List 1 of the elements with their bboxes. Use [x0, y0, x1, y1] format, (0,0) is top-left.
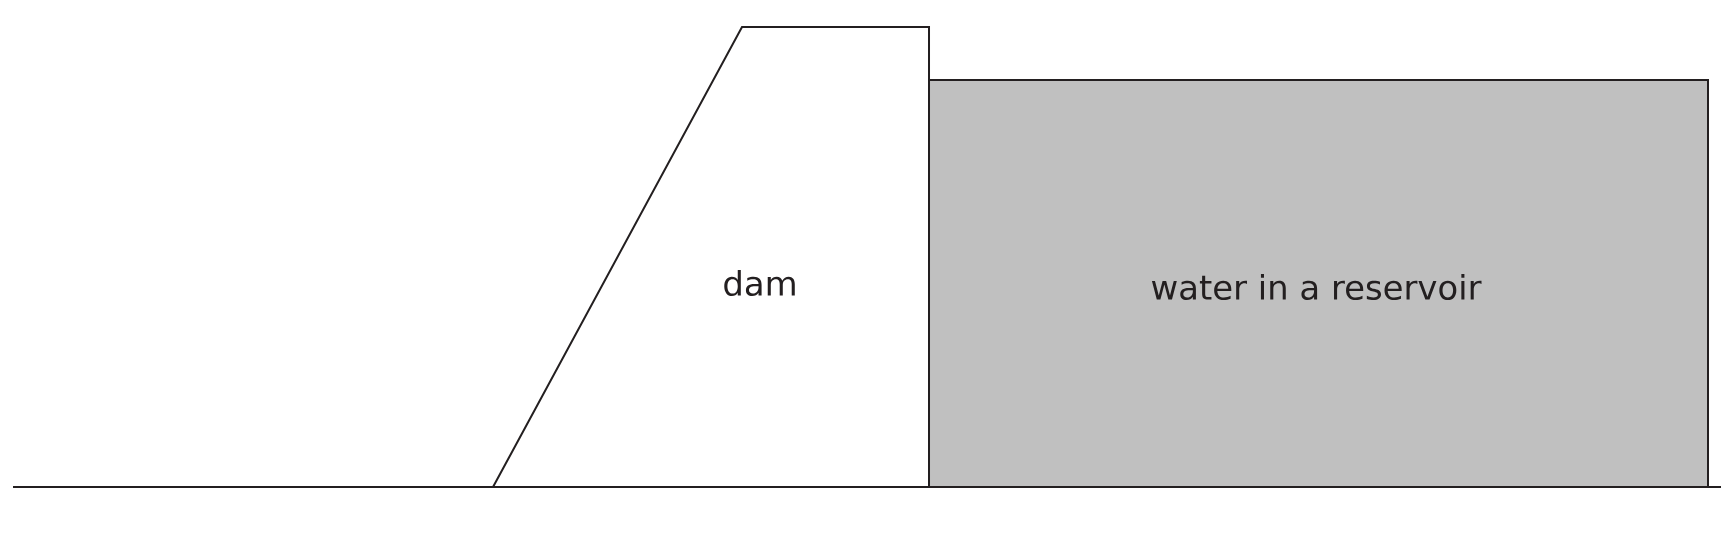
reservoir-water: water in a reservoir — [928, 79, 1709, 488]
